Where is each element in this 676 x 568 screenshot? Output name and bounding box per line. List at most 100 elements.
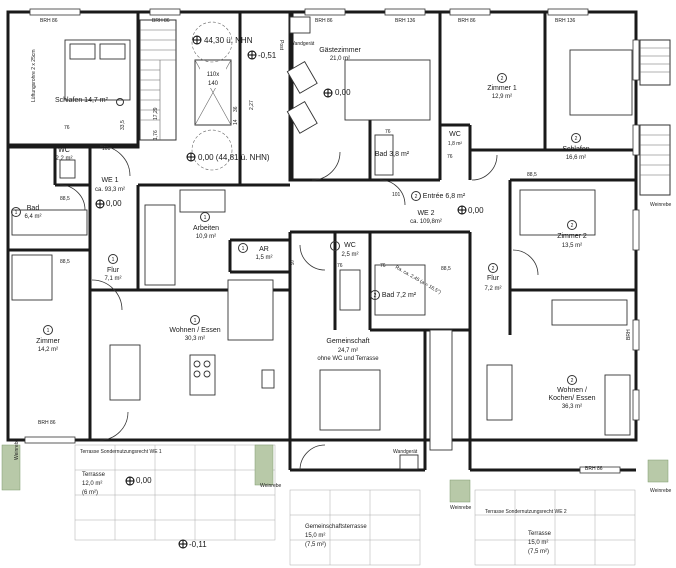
svg-text:15,0 m²: 15,0 m² <box>305 533 325 539</box>
svg-text:Kochen/ Essen: Kochen/ Essen <box>548 395 595 402</box>
svg-text:10,9 m²: 10,9 m² <box>196 234 216 240</box>
svg-text:Zimmer 2: Zimmer 2 <box>557 233 587 240</box>
window-openings <box>24 8 640 474</box>
svg-text:2: 2 <box>571 378 574 384</box>
lift-depth: 140 <box>208 81 219 87</box>
level-markers: 44,30 ü. NHN -0,51 0,00 (44,81 ü. NHN) -… <box>95 35 484 549</box>
svg-text:Post: Post <box>278 40 284 51</box>
svg-text:2: 2 <box>492 266 495 272</box>
svg-text:Bad 3,8 m²: Bad 3,8 m² <box>375 151 410 158</box>
right-balconies <box>639 39 671 483</box>
svg-text:Weinrebe: Weinrebe <box>450 505 472 511</box>
lift-size: 110x <box>207 72 220 78</box>
shower-gaeste <box>374 134 394 176</box>
svg-text:Terrasse Sondernutzungsrecht W: Terrasse Sondernutzungsrecht WE 1 <box>80 449 162 455</box>
sofa-we2 <box>604 374 631 436</box>
svg-text:BRH 86: BRH 86 <box>152 18 170 24</box>
svg-text:Entrée 6,8 m²: Entrée 6,8 m² <box>423 193 466 200</box>
level-marker-top: 44,30 ü. NHN <box>192 35 253 45</box>
terrace-we2 <box>449 479 636 566</box>
svg-text:Wohnen /: Wohnen / <box>557 387 587 394</box>
svg-text:1: 1 <box>242 246 245 252</box>
svg-text:76: 76 <box>385 129 391 135</box>
sofa-we1 <box>227 279 274 341</box>
svg-text:15,0 m²: 15,0 m² <box>528 540 548 546</box>
svg-text:Arbeiten: Arbeiten <box>193 225 219 232</box>
svg-text:Schlafen: Schlafen <box>562 146 589 153</box>
wc-we1 <box>59 159 76 179</box>
svg-text:12,0 m²: 12,0 m² <box>82 481 102 487</box>
svg-text:Bad: Bad <box>27 205 40 212</box>
svg-text:Lüftungsrohre 2 x 25cm: Lüftungsrohre 2 x 25cm <box>31 49 37 102</box>
bed-zimmer2 <box>519 189 596 236</box>
svg-text:2: 2 <box>501 76 504 82</box>
svg-text:2,27: 2,27 <box>249 100 255 110</box>
level-marker-outside: -0,11 <box>178 539 207 549</box>
walls-we1 <box>8 12 290 440</box>
desk <box>179 189 226 213</box>
furniture-we1 <box>11 39 275 401</box>
svg-text:1: 1 <box>47 328 50 334</box>
svg-text:2,5 m²: 2,5 m² <box>341 252 358 258</box>
svg-text:BRH 136: BRH 136 <box>395 18 416 24</box>
svg-text:1: 1 <box>204 215 207 221</box>
room-schlafen1: Schlafen 14,7 m² <box>55 97 109 104</box>
svg-text:1: 1 <box>112 257 115 263</box>
svg-text:0,00: 0,00 <box>335 88 351 97</box>
svg-text:(7,5 m²): (7,5 m²) <box>528 549 549 555</box>
unit-circles: 1 1 1 1 1 1 2 2 2 2 2 2 2 2 <box>11 73 581 385</box>
svg-text:BRH 86: BRH 86 <box>38 420 56 426</box>
svg-text:30,3 m²: 30,3 m² <box>185 336 205 342</box>
svg-text:-0,11: -0,11 <box>189 540 207 549</box>
svg-text:(7,5 m²): (7,5 m²) <box>305 542 326 548</box>
svg-text:BRH 86: BRH 86 <box>458 18 476 24</box>
dining-table-we1 <box>109 344 141 401</box>
svg-text:Zimmer 1: Zimmer 1 <box>487 85 517 92</box>
counter-we2 <box>551 299 628 326</box>
svg-text:Terrasse: Terrasse <box>82 472 106 478</box>
svg-text:BRH 136: BRH 136 <box>555 18 576 24</box>
svg-text:Terrasse Sondernutzungsrecht W: Terrasse Sondernutzungsrecht WE 2 <box>485 509 567 515</box>
svg-text:88,5: 88,5 <box>441 266 451 272</box>
wandgeraet-bottom <box>399 454 419 470</box>
svg-text:Gemeinschaft: Gemeinschaft <box>326 338 369 345</box>
terrace-we1 <box>1 444 276 541</box>
svg-text:Terrasse: Terrasse <box>528 531 552 537</box>
svg-text:(6 m²): (6 m²) <box>82 490 98 496</box>
svg-text:1,5 m²: 1,5 m² <box>255 255 272 261</box>
level-marker-terrace1: 0,00 <box>125 476 152 486</box>
svg-text:6,4 m²: 6,4 m² <box>24 214 41 220</box>
kitchen-gemeinschaft <box>429 329 453 451</box>
sink-we1 <box>261 369 275 389</box>
svg-text:1: 1 <box>15 210 18 216</box>
svg-text:Weinrebe: Weinrebe <box>650 202 672 208</box>
svg-text:WC: WC <box>449 131 461 138</box>
svg-text:Weinrebe: Weinrebe <box>650 488 672 494</box>
svg-text:33,5: 33,5 <box>120 120 126 130</box>
svg-text:101: 101 <box>102 146 111 152</box>
svg-text:BRH 86: BRH 86 <box>315 18 333 24</box>
level-marker-we1: 0,00 <box>95 199 122 209</box>
furniture-we2 <box>286 16 633 470</box>
svg-text:BRH: BRH <box>626 329 632 340</box>
level-marker-we2: 0,00 <box>457 205 484 215</box>
terrace-gemeinschaft <box>289 489 421 566</box>
svg-text:24,7 m²: 24,7 m² <box>338 348 358 354</box>
bed-schlafen2 <box>569 49 633 116</box>
svg-text:WE 2: WE 2 <box>417 210 434 217</box>
svg-text:21,0 m²: 21,0 m² <box>330 56 350 62</box>
svg-text:7,1 m²: 7,1 m² <box>104 276 121 282</box>
room-labels-we1: Schlafen 14,7 m² WC 2,2 m² Bad 6,4 m² WE… <box>24 97 272 353</box>
svg-text:36: 36 <box>233 106 239 112</box>
room-labels-we2: Gästezimmer 21,0 m² Bad 3,8 m² WC 1,8 m²… <box>317 47 595 410</box>
level-marker-floor: 0,00 (44,81 ü. NHN) <box>186 152 270 162</box>
svg-text:-0,51: -0,51 <box>258 51 277 60</box>
svg-text:76: 76 <box>64 125 70 131</box>
svg-text:76: 76 <box>447 154 453 160</box>
svg-text:2: 2 <box>415 194 418 200</box>
svg-text:Wandgerät: Wandgerät <box>290 41 315 47</box>
svg-text:17,29: 17,29 <box>153 107 159 120</box>
svg-text:1: 1 <box>194 318 197 324</box>
bathtub-we1 <box>11 209 88 236</box>
bathtub-we2 <box>374 264 426 316</box>
